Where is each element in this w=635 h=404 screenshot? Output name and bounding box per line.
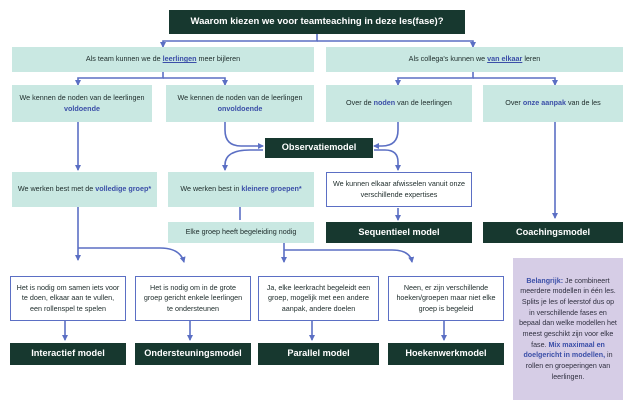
corner-model: Hoekenwerkmodel [388,343,504,365]
small-groups-box: We werken best in kleinere groepen* [168,172,314,207]
about-needs-box: Over de noden van de leerlingen [326,85,472,122]
q-corners-box: Neen, er zijn verschillende hoeken/groep… [388,276,504,321]
alternate-expertise-box: We kunnen elkaar afwisselen vanuit onze … [326,172,472,207]
about-approach-box: Over onze aanpak van de les [483,85,623,122]
whole-group-asterisk: * [148,184,152,194]
needs-known-text: We kennen de noden van de leerlingen [19,93,145,103]
support-model: Ondersteuningsmodel [135,343,251,365]
small-groups-text: We werken best in [180,184,242,194]
about-needs-highlight: noden [373,98,396,108]
needs-unknown-box: We kennen de noden van de leerlingen onv… [166,85,314,122]
small-groups-highlight: kleinere groepen [241,184,299,194]
needs-known-box: We kennen de noden van de leerlingen vol… [12,85,152,122]
q-parallel-box: Ja, elke leerkracht begeleidt een groep,… [258,276,379,321]
branch-learners-pre: Als team kunnen we de [85,54,163,64]
about-approach-highlight: onze aanpak [522,98,566,108]
coaching-model: Coachingsmodel [483,222,623,243]
important-note-text: Je combineert meerdere modellen in één l… [519,276,617,349]
sequential-model: Sequentieel model [326,222,472,243]
about-needs-pre: Over de [346,98,374,108]
whole-group-box: We werken best met de volledige groep* [12,172,157,207]
branch-learners: Als team kunnen we de leerlingen meer bi… [12,47,314,72]
whole-group-text: We werken best met de [17,184,96,194]
observation-model: Observatiemodel [265,138,373,158]
important-note-text-end: in rollen en groeperingen van leerlingen… [525,351,613,381]
important-note: Belangrijk: Je combineert meerdere model… [513,258,623,400]
q-together-box: Het is nodig om samen iets voor te doen,… [10,276,126,321]
about-approach-pre: Over [505,98,523,108]
branch-colleagues-post: leren [522,54,541,64]
small-groups-asterisk: * [298,184,302,194]
important-note-highlight: Mix maximaal en doelgericht in modellen, [523,340,606,360]
important-note-label: Belangrijk: [526,276,564,285]
main-question: Waarom kiezen we voor teamteaching in de… [169,10,465,34]
branch-colleagues-highlight: van elkaar [487,54,523,64]
about-needs-post: van de leerlingen [395,98,452,108]
branch-learners-highlight: leerlingen [162,54,197,64]
needs-unknown-text: We kennen de noden van de leerlingen [177,93,303,103]
needs-known-highlight: voldoende [64,103,100,113]
branch-colleagues-pre: Als collega's kunnen we [408,54,488,64]
about-approach-post: van de les [565,98,601,108]
branch-colleagues: Als collega's kunnen we van elkaar leren [326,47,623,72]
group-supervision-box: Elke groep heeft begeleiding nodig [168,222,314,243]
q-support-box: Het is nodig om in de grote groep gerich… [135,276,251,321]
parallel-model: Parallel model [258,343,379,365]
branch-learners-post: meer bijleren [196,54,241,64]
interactive-model: Interactief model [10,343,126,365]
whole-group-highlight: volledige groep [95,184,149,194]
needs-unknown-highlight: onvoldoende [217,103,263,113]
